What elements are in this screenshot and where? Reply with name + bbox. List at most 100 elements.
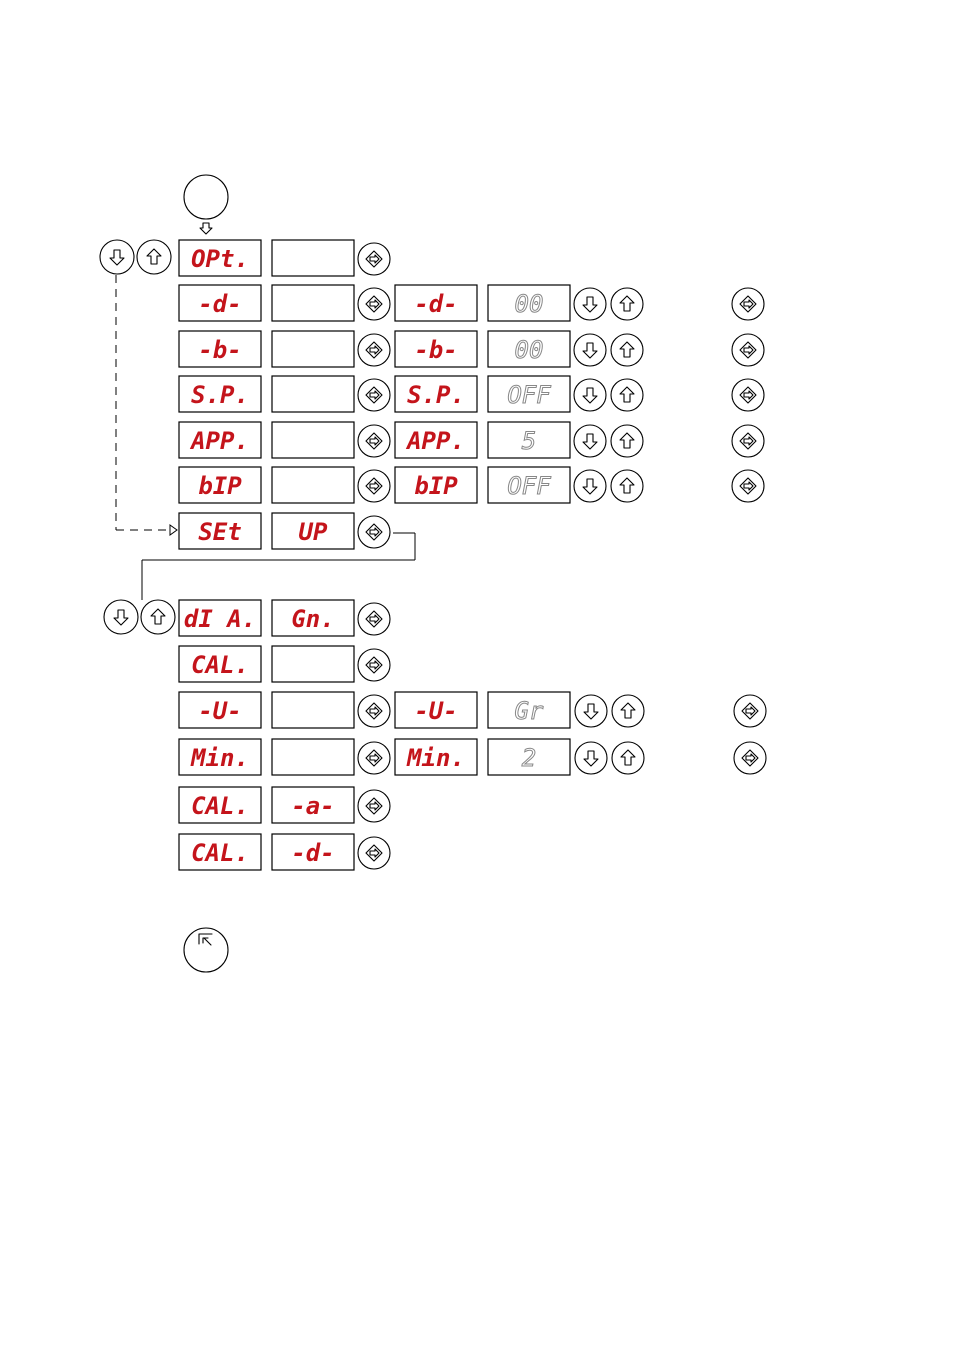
- menu2-code-min: Min.: [179, 739, 261, 775]
- menu2-down-button[interactable]: [104, 600, 138, 634]
- menu2-enter-button-cal[interactable]: [358, 649, 390, 681]
- menu1-subcode-bip-text: bIP: [414, 472, 458, 500]
- escape-button[interactable]: [184, 928, 228, 972]
- menu1-subvalue-app: 5: [488, 422, 570, 458]
- menu2-sub-down-button-min[interactable]: [575, 742, 607, 774]
- menu1-sub-down-button-bip[interactable]: [574, 470, 606, 502]
- menu1-sub-up-button-sp[interactable]: [611, 379, 643, 411]
- menu2-sub-down-button-u[interactable]: [575, 695, 607, 727]
- menu1-code-bip-text: bIP: [198, 472, 242, 500]
- menu1-enter-button-d[interactable]: [358, 288, 390, 320]
- menu1-row-opt: OPt.: [179, 240, 390, 276]
- menu2-subcode-u-text: -U-: [414, 697, 457, 725]
- menu1-subcode-d-text: -d-: [414, 290, 457, 318]
- menu1-subcode-sp-text: S.P.: [407, 381, 465, 409]
- menu1-sub-up-button-app[interactable]: [611, 425, 643, 457]
- menu1-row-app: APP. APP. 5: [179, 422, 764, 458]
- menu1-subvalue-app-text: 5: [522, 427, 536, 455]
- menu2-value-dia: Gn.: [272, 600, 354, 636]
- menu2-value-cald-text: -d-: [291, 839, 334, 867]
- menu2-value-u: [272, 692, 354, 728]
- menu1-subcode-app: APP.: [395, 422, 477, 458]
- menu1-value-bip: [272, 467, 354, 503]
- menu1-code-bip: bIP: [179, 467, 261, 503]
- menu1-code-app: APP.: [179, 422, 261, 458]
- menu1-value-setup-text: UP: [299, 518, 328, 546]
- menu1-subvalue-sp-text: OFF: [507, 381, 551, 409]
- menu1-subvalue-bip: OFF: [488, 467, 570, 503]
- arrow-down-icon: [200, 223, 212, 234]
- menu1-row-sp: S.P. S.P. OFF: [179, 376, 764, 412]
- menu1-row-setup: SEtUP: [179, 513, 390, 549]
- menu1-subvalue-d: 00: [488, 285, 570, 321]
- menu1-confirm-button-app[interactable]: [732, 425, 764, 457]
- menu1-sub-down-button-d[interactable]: [574, 288, 606, 320]
- menu1-enter-button-app[interactable]: [358, 425, 390, 457]
- menu1-sub-down-button-app[interactable]: [574, 425, 606, 457]
- menu1-up-button[interactable]: [137, 240, 171, 274]
- menu2-code-u-text: -U-: [198, 697, 241, 725]
- menu1-enter-button-setup[interactable]: [358, 516, 390, 548]
- menu2-subvalue-min: 2: [488, 739, 570, 775]
- menu1-value-sp: [272, 376, 354, 412]
- menu1-code-d: -d-: [179, 285, 261, 321]
- menu2-code-cala-text: CAL.: [191, 792, 249, 820]
- menu1-sub-down-button-sp[interactable]: [574, 379, 606, 411]
- menu1-down-button[interactable]: [100, 240, 134, 274]
- menu2-value-min: [272, 739, 354, 775]
- menu2-subvalue-u-text: Gr: [515, 697, 544, 725]
- menu1-enter-button-opt[interactable]: [358, 243, 390, 275]
- menu1-confirm-button-d[interactable]: [732, 288, 764, 320]
- menu2-enter-button-dia[interactable]: [358, 603, 390, 635]
- menu2-enter-button-u[interactable]: [358, 695, 390, 727]
- menu2-subvalue-u: Gr: [488, 692, 570, 728]
- menu2-enter-button-min[interactable]: [358, 742, 390, 774]
- menu1-confirm-button-sp[interactable]: [732, 379, 764, 411]
- menu2-row-min: Min. Min. 2: [179, 739, 766, 775]
- menu1-subcode-b-text: -b-: [414, 336, 457, 364]
- menu1-code-d-text: -d-: [198, 290, 241, 318]
- menu1-code-sp: S.P.: [179, 376, 261, 412]
- menu2-sub-up-button-min[interactable]: [612, 742, 644, 774]
- menu1-subcode-b: -b-: [395, 331, 477, 367]
- menu1-subvalue-d-text: 00: [515, 290, 544, 318]
- menu1-sub-up-button-d[interactable]: [611, 288, 643, 320]
- menu1-loop: [116, 275, 177, 535]
- menu2-row-cal: CAL.: [179, 646, 390, 682]
- menu2-code-cal: CAL.: [179, 646, 261, 682]
- menu2-up-button[interactable]: [141, 600, 175, 634]
- menu1-code-opt: OPt.: [179, 240, 261, 276]
- menu2-code-dia: dI A.: [179, 600, 261, 636]
- menu1-enter-button-bip[interactable]: [358, 470, 390, 502]
- menu2-code-min-text: Min.: [190, 744, 249, 772]
- menu2-subcode-min: Min.: [395, 739, 477, 775]
- menu2-code-cala: CAL.: [179, 787, 261, 823]
- menu1-confirm-button-bip[interactable]: [732, 470, 764, 502]
- menu2-confirm-button-min[interactable]: [734, 742, 766, 774]
- menu2-subcode-u: -U-: [395, 692, 477, 728]
- menu2-value-dia-text: Gn.: [291, 605, 334, 633]
- menu2-code-dia-text: dI A.: [184, 605, 256, 633]
- menu1-sub-up-button-b[interactable]: [611, 334, 643, 366]
- menu2-sub-up-button-u[interactable]: [612, 695, 644, 727]
- menu1-value-app: [272, 422, 354, 458]
- menu1-subcode-sp: S.P.: [395, 376, 477, 412]
- menu1-sub-up-button-bip[interactable]: [611, 470, 643, 502]
- start-indicator: [184, 175, 228, 234]
- menu1-enter-button-sp[interactable]: [358, 379, 390, 411]
- menu2-code-cald: CAL.: [179, 834, 261, 870]
- menu1-subcode-d: -d-: [395, 285, 477, 321]
- menu1-confirm-button-b[interactable]: [732, 334, 764, 366]
- menu1-sub-down-button-b[interactable]: [574, 334, 606, 366]
- menu2-row-dia: dI A. Gn.: [179, 600, 390, 636]
- menu2-confirm-button-u[interactable]: [734, 695, 766, 727]
- menu2-code-u: -U-: [179, 692, 261, 728]
- menu2-enter-button-cald[interactable]: [358, 837, 390, 869]
- menu1-subvalue-bip-text: OFF: [507, 472, 551, 500]
- power-on-circle: [184, 175, 228, 219]
- menu2-value-cala-text: -a-: [291, 792, 334, 820]
- menu1-enter-button-b[interactable]: [358, 334, 390, 366]
- menu1-subcode-bip: bIP: [395, 467, 477, 503]
- menu2-value-cala: -a-: [272, 787, 354, 823]
- menu2-enter-button-cala[interactable]: [358, 790, 390, 822]
